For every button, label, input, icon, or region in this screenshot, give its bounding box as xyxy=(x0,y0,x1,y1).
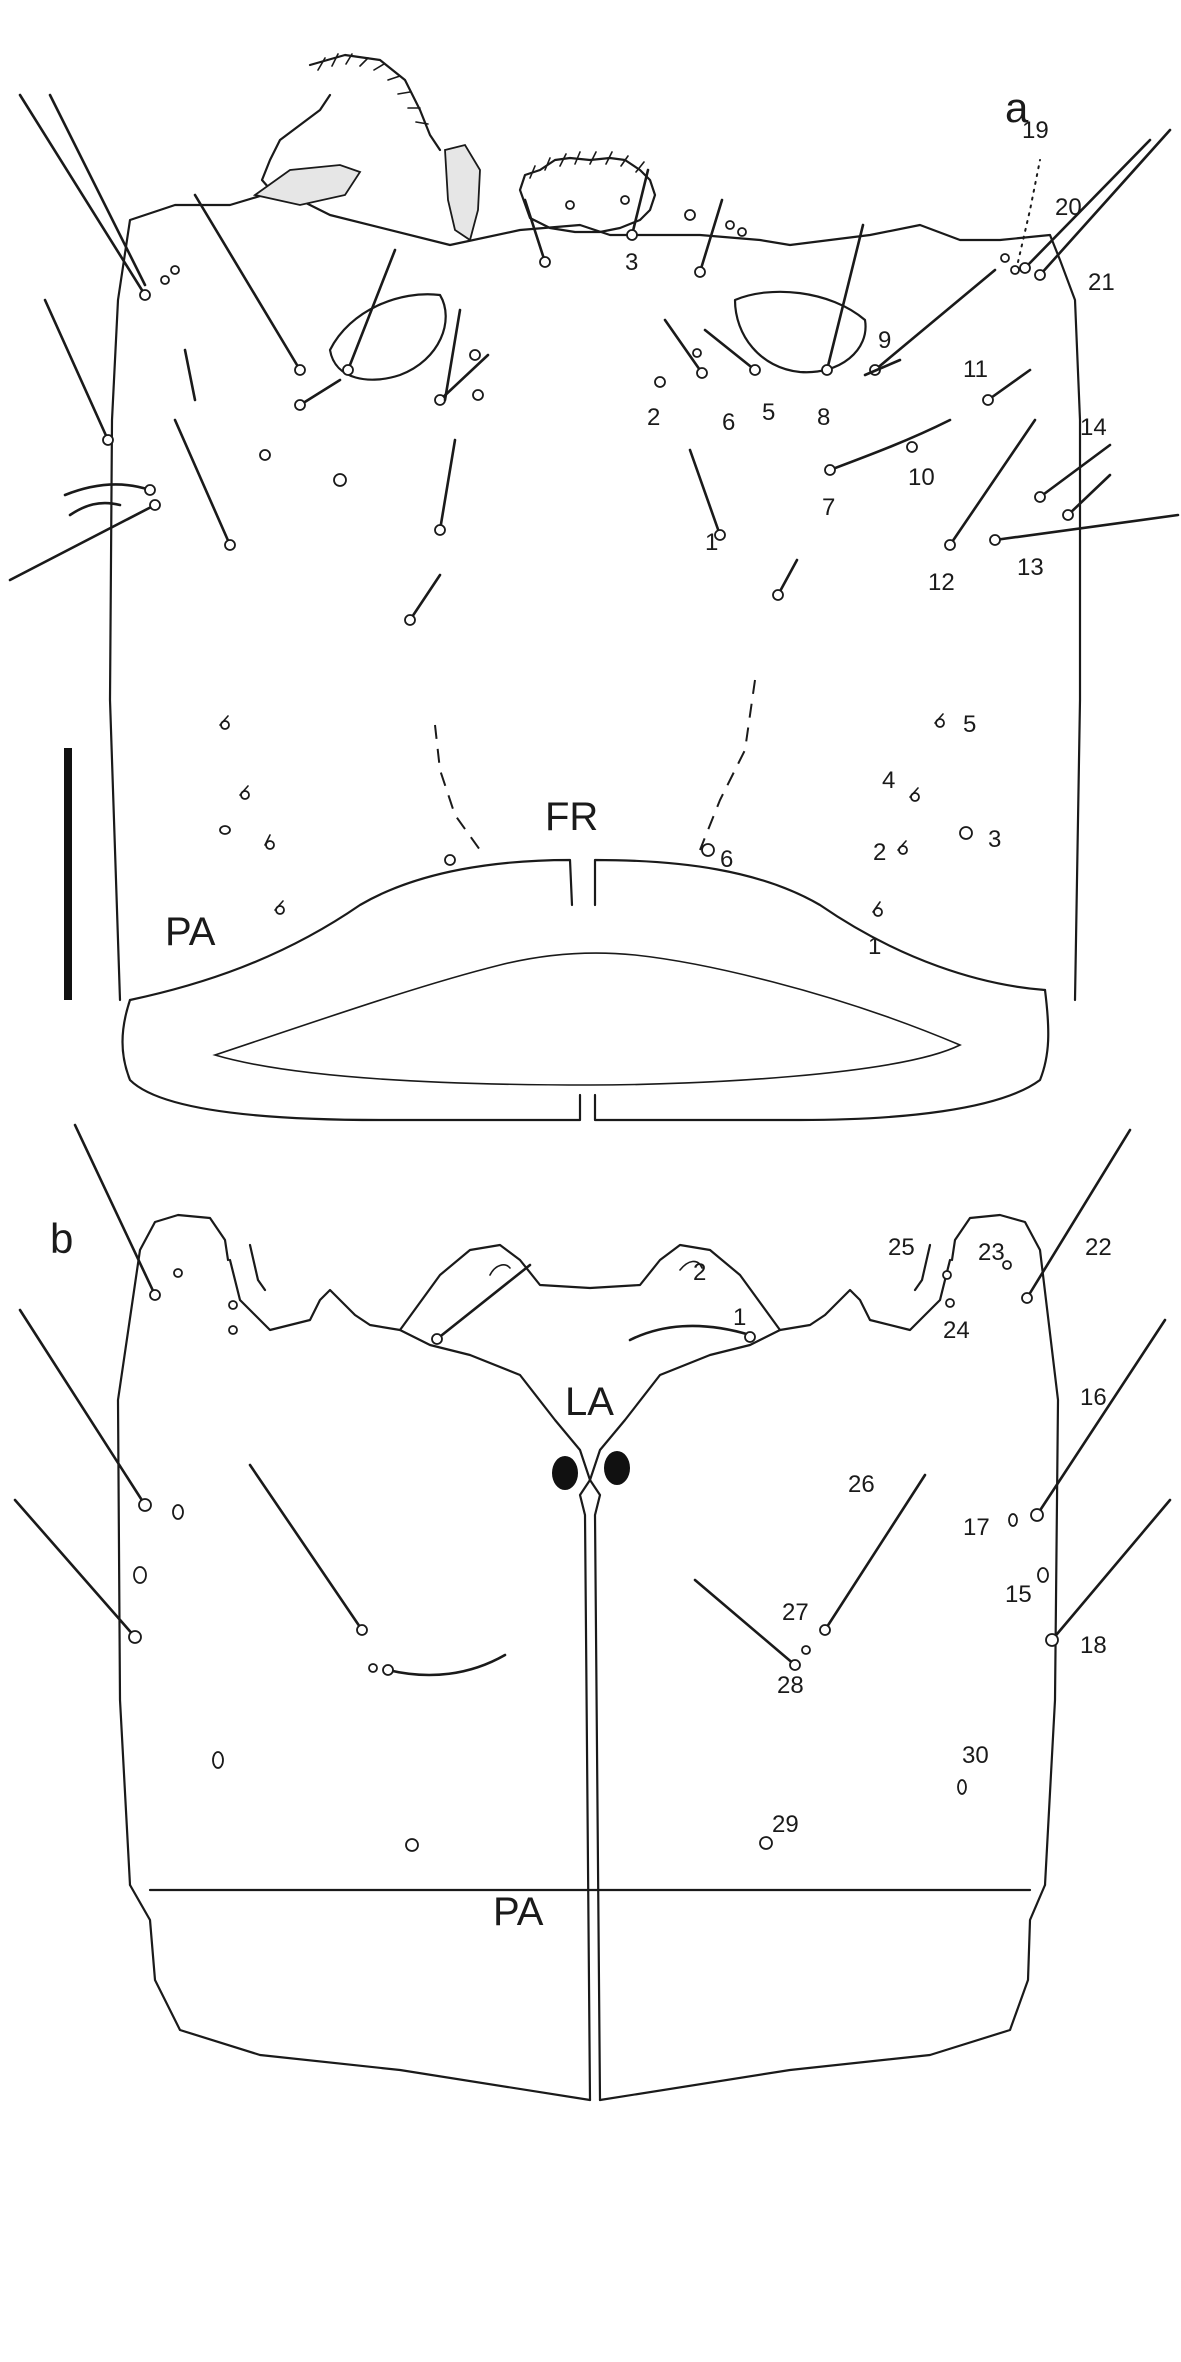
svg-text:13: 13 xyxy=(1017,554,1044,581)
svg-text:2: 2 xyxy=(693,1259,706,1286)
svg-text:3: 3 xyxy=(625,249,638,276)
svg-text:12: 12 xyxy=(928,569,955,596)
panel-a-seta-numbers: 1 2 3 5 6 7 8 9 10 11 12 13 14 19 20 21 xyxy=(625,117,1115,596)
panel-a-setae xyxy=(8,93,1180,626)
svg-text:18: 18 xyxy=(1080,1632,1107,1659)
panel-a: a FR PA 1 2 3 5 6 7 8 9 10 11 12 13 14 1… xyxy=(8,53,1180,1122)
panel-a-mandible-teeth xyxy=(317,53,429,125)
svg-text:15: 15 xyxy=(1005,1581,1032,1608)
panel-a-labrum-teeth xyxy=(529,151,645,179)
panel-b-labrum-outline xyxy=(398,1243,782,1482)
svg-text:6: 6 xyxy=(720,846,733,873)
labrum-label: LA xyxy=(565,1380,614,1424)
svg-text:28: 28 xyxy=(777,1672,804,1699)
svg-text:1: 1 xyxy=(705,529,718,556)
svg-text:4: 4 xyxy=(882,767,895,794)
panel-a-pronotum-inner xyxy=(212,952,962,1086)
svg-text:2: 2 xyxy=(647,404,660,431)
panel-b-lower-outline xyxy=(128,1883,1047,2102)
panel-b-gena-left-notch xyxy=(228,1258,402,1332)
svg-text:7: 7 xyxy=(822,494,835,521)
svg-text:20: 20 xyxy=(1055,194,1082,221)
svg-text:5: 5 xyxy=(963,711,976,738)
panel-b-seta-numbers: 1 2 15 16 17 18 22 23 24 25 26 27 28 29 … xyxy=(693,1234,1112,1838)
panel-a-maxilla-left xyxy=(444,143,481,242)
svg-text:30: 30 xyxy=(962,1742,989,1769)
svg-text:10: 10 xyxy=(908,464,935,491)
stemma-right xyxy=(604,1451,630,1485)
panel-a-frontal-suture-left xyxy=(434,724,481,851)
svg-text:27: 27 xyxy=(782,1599,809,1626)
svg-text:23: 23 xyxy=(978,1239,1005,1266)
svg-text:9: 9 xyxy=(878,327,891,354)
panel-a-pronotum-upper xyxy=(128,858,1047,1002)
panel-a-posterior-numbers: 1 2 3 4 5 6 xyxy=(720,711,1001,960)
svg-text:17: 17 xyxy=(963,1514,990,1541)
panel-b-head-outline xyxy=(116,1213,1060,1887)
svg-text:1: 1 xyxy=(733,1304,746,1331)
frons-label: FR xyxy=(545,795,598,839)
panel-a-pronotum-body xyxy=(121,988,1050,1122)
svg-text:25: 25 xyxy=(888,1234,915,1261)
svg-text:1: 1 xyxy=(868,933,881,960)
svg-text:16: 16 xyxy=(1080,1384,1107,1411)
parietal-label-a: PA xyxy=(165,910,216,954)
svg-text:6: 6 xyxy=(722,409,735,436)
panel-b-gena-right-notch xyxy=(778,1258,952,1332)
panel-b-hypostoma-right xyxy=(913,1243,932,1292)
svg-text:24: 24 xyxy=(943,1317,970,1344)
svg-text:8: 8 xyxy=(817,404,830,431)
svg-text:14: 14 xyxy=(1080,414,1107,441)
panel-a-mandible-left xyxy=(308,53,442,152)
svg-text:19: 19 xyxy=(1022,117,1049,144)
panel-a-labrum-top xyxy=(518,156,657,234)
panel-a-stipe-left xyxy=(252,164,362,206)
svg-text:11: 11 xyxy=(963,356,988,383)
panel-a-label: a xyxy=(1005,84,1029,131)
panel-a-antenna-oval-right xyxy=(733,290,867,374)
parietal-label-b: PA xyxy=(493,1890,544,1934)
panel-b: b LA PA 1 2 15 16 17 18 22 23 24 25 26 2… xyxy=(13,1123,1172,2102)
svg-text:22: 22 xyxy=(1085,1234,1112,1261)
svg-text:29: 29 xyxy=(772,1811,799,1838)
stemma-left xyxy=(552,1456,578,1490)
panel-a-frontal-suture-right xyxy=(699,679,756,851)
panel-b-label: b xyxy=(50,1215,73,1262)
panel-a-posterior-sensilla xyxy=(219,713,973,917)
svg-text:26: 26 xyxy=(848,1471,875,1498)
panel-b-hypostoma-left xyxy=(248,1243,267,1292)
panel-b-midline xyxy=(578,1478,602,2102)
svg-text:3: 3 xyxy=(988,826,1001,853)
svg-text:21: 21 xyxy=(1088,269,1115,296)
svg-text:2: 2 xyxy=(873,839,886,866)
svg-text:5: 5 xyxy=(762,399,775,426)
panel-b-setae xyxy=(13,1123,1172,1852)
